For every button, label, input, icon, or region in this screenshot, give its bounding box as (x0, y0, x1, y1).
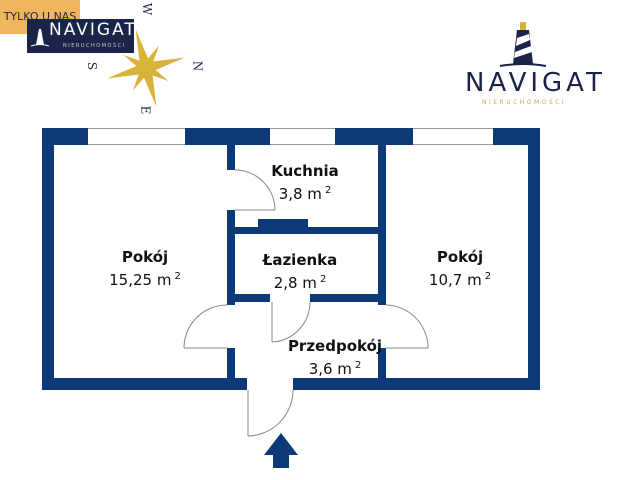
entrance-arrow-icon (264, 433, 298, 468)
wall-inner (227, 145, 235, 170)
wall-bath-bottom (235, 294, 270, 302)
compass-s: S (85, 61, 100, 71)
door-right-room (385, 304, 429, 349)
wall-inner (227, 210, 235, 305)
shaft (258, 219, 308, 229)
unit-exp: 2 (484, 271, 492, 282)
window (88, 128, 185, 145)
wall-inner (378, 145, 386, 305)
wall-bath-bottom (310, 294, 378, 302)
unit-exp: 2 (319, 274, 327, 285)
room-name: Przedpokój (287, 337, 383, 355)
compass-w: W (140, 2, 155, 16)
window (413, 128, 493, 145)
room-name: Łazienka (262, 251, 338, 269)
room-name: Pokój (436, 248, 484, 266)
compass-n: N (190, 60, 205, 72)
wall-bottom-left (42, 378, 247, 390)
unit-exp: 2 (324, 185, 332, 196)
wall-inner (227, 348, 235, 378)
door-left-room (183, 304, 228, 349)
door-entrance (247, 389, 294, 437)
compass-e: E (138, 105, 153, 115)
navigat-logo-badge: NAVIGAT NIERUCHOMOŚCI (27, 19, 137, 53)
room-name: Kuchnia (271, 162, 339, 180)
room-area: 3,8 m (278, 185, 322, 203)
room-area: 10,7 m (428, 271, 482, 289)
logo-right-sub: NIERUCHOMOŚCI (482, 99, 567, 106)
wall-bottom-right (293, 378, 540, 390)
logo-right-brand: NAVIGAT (465, 68, 606, 98)
unit-exp: 2 (174, 271, 181, 282)
wall-right (528, 128, 540, 390)
wall-inner (378, 348, 386, 378)
window (270, 128, 335, 145)
room-area: 15,25 m (109, 271, 172, 289)
wall-kitchen-bath (235, 227, 378, 234)
room-area: 2,8 m (273, 274, 317, 292)
unit-exp: 2 (354, 360, 362, 371)
room-name: Pokój (121, 248, 169, 266)
wall-left (42, 128, 54, 390)
logo-brand: NAVIGAT (49, 20, 137, 40)
lighthouse-icon (30, 29, 50, 47)
logo-sub: NIERUCHOMOŚCI (63, 43, 126, 49)
room-area: 3,6 m (308, 360, 352, 378)
